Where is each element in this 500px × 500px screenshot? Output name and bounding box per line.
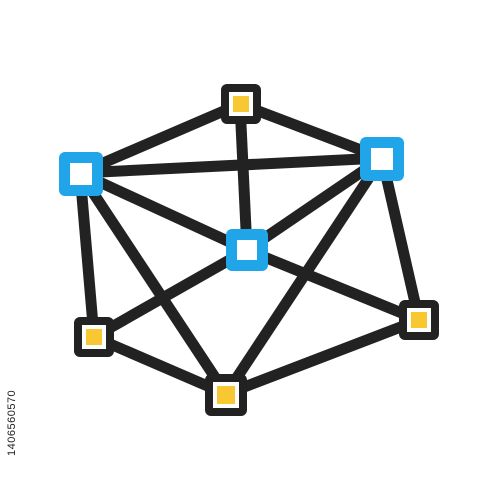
edge-top-right [238,98,384,164]
node-left [59,152,103,196]
stock-id-text: 1406560570 [6,389,18,456]
edge-left-bottom [75,169,231,398]
edge-right-farright [376,156,425,322]
node-right [360,137,404,181]
edge-left-right [79,152,383,179]
edge-left-bottomleft [74,172,100,338]
edge-center-bottomleft [91,245,250,342]
node-bottom-left [74,317,114,357]
network-nodes [59,84,439,416]
edge-left-center [77,168,250,255]
edge-bottom-farright [224,314,421,400]
node-center [226,229,268,271]
edge-top-left [77,98,243,179]
edge-right-center [243,153,386,255]
edge-top-center [234,103,253,251]
node-bottom [205,374,247,416]
network-edges [74,98,425,400]
node-top [221,84,261,124]
edge-center-farright [244,244,422,326]
edge-bottomleft-bottom [91,331,229,400]
node-far-right [399,300,439,340]
